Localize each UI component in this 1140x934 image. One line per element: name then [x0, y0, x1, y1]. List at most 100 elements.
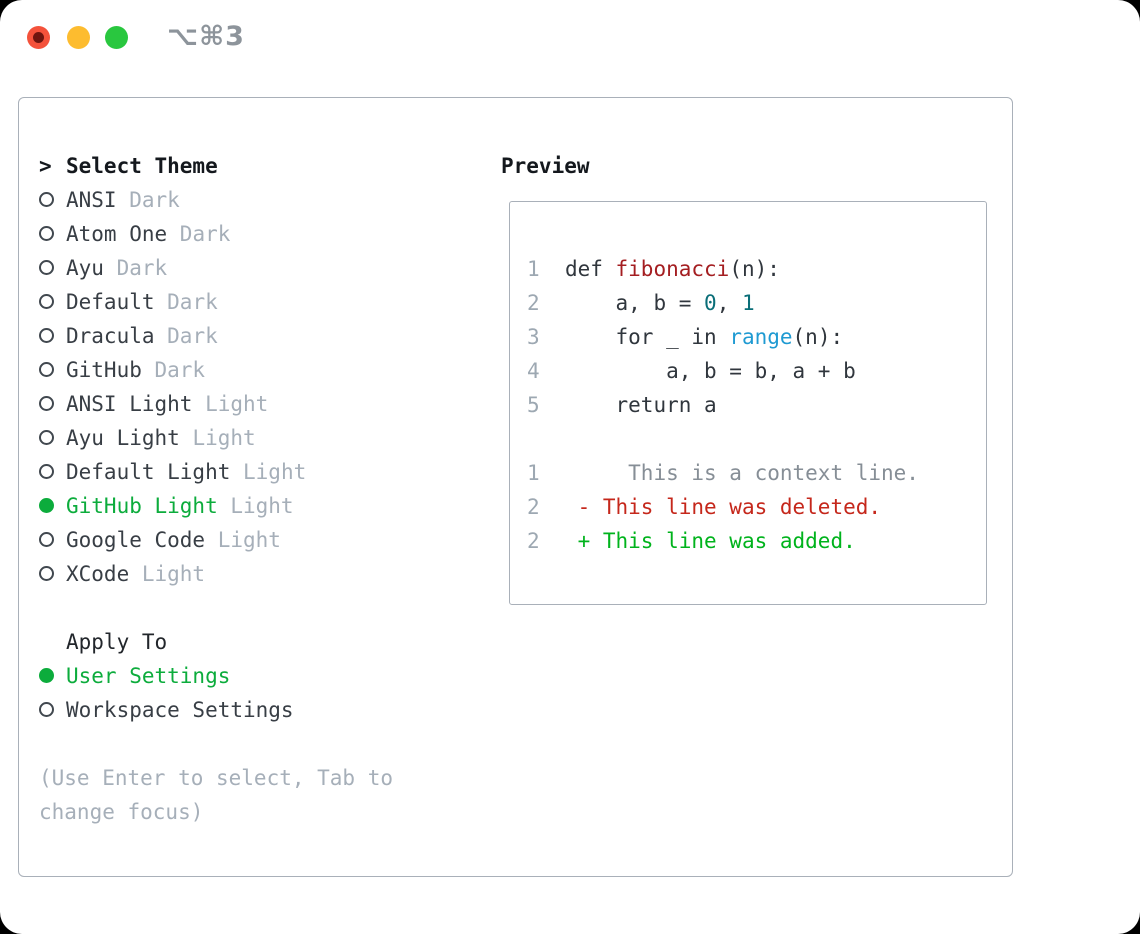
radio-selected-icon	[39, 667, 54, 683]
marker-cell	[39, 319, 66, 353]
variant-label: Dark	[141, 358, 206, 382]
option-label: User Settings	[66, 664, 231, 688]
radio-unselected-icon	[39, 429, 54, 445]
option-label: Dracula	[66, 324, 155, 348]
code-segment-added: + This line was added.	[539, 529, 856, 553]
apply-option-workspace-settings[interactable]: Workspace Settings	[39, 693, 479, 727]
code-segment-fg: for _ in	[539, 325, 730, 349]
preview-code-line: 1 def fibonacci(n):	[527, 252, 978, 286]
radio-unselected-icon	[39, 327, 54, 343]
theme-option-ayu-light[interactable]: Ayu Light Light	[39, 421, 479, 455]
radio-unselected-icon	[39, 395, 54, 411]
code-segment-fg: (n):	[729, 257, 780, 281]
preview-code-line: 2 - This line was deleted.	[527, 490, 978, 524]
code-segment-number: 1	[741, 291, 755, 315]
keyboard-shortcut-label: ⌥⌘3	[167, 21, 245, 52]
code-segment-num: 1	[527, 461, 540, 485]
variant-label: Light	[230, 460, 307, 484]
code-segment-number: 0	[704, 291, 717, 315]
radio-unselected-icon	[39, 361, 54, 377]
code-segment-fg: (n):	[792, 325, 844, 349]
close-button-icon[interactable]	[27, 26, 50, 49]
theme-option-default-light[interactable]: Default Light Light	[39, 455, 479, 489]
code-segment-num: 2	[527, 529, 540, 553]
variant-label: Dark	[154, 290, 218, 314]
variant-label: Dark	[154, 324, 218, 348]
variant-label: Light	[217, 494, 294, 518]
code-segment-fg: a, b =	[539, 291, 705, 315]
code-segment-builtin: range	[729, 325, 793, 349]
radio-unselected-icon	[39, 701, 54, 717]
marker-cell	[39, 285, 66, 319]
spacer	[39, 591, 479, 625]
code-segment-num: 2	[527, 291, 540, 315]
code-segment-num: 1	[527, 257, 540, 281]
radio-selected-icon	[39, 497, 54, 513]
theme-option-dracula[interactable]: Dracula Dark	[39, 319, 479, 353]
code-segment-num: 2	[527, 495, 540, 519]
option-label: XCode	[66, 562, 130, 586]
marker-cell	[39, 659, 66, 693]
select-theme-title: Select Theme	[66, 154, 218, 178]
cursor-prefix-icon: >	[39, 154, 52, 178]
variant-label: Light	[205, 528, 281, 552]
option-label: ANSI Light	[66, 392, 193, 416]
theme-option-ansi[interactable]: ANSI Dark	[39, 183, 479, 217]
preview-title: Preview	[501, 154, 590, 178]
variant-label: Light	[129, 562, 206, 586]
code-segment-context: This is a context line.	[539, 461, 919, 485]
theme-option-github-light[interactable]: GitHub Light Light	[39, 489, 479, 523]
apply-to-heading: Apply To	[39, 625, 479, 659]
option-label: Default	[66, 290, 155, 314]
preview-code-line	[527, 422, 978, 456]
variant-label: Light	[179, 426, 256, 450]
code-segment-num: 3	[527, 325, 540, 349]
close-record-dot-icon	[33, 32, 44, 43]
option-label: Google Code	[66, 528, 206, 552]
option-label: Ayu	[66, 256, 104, 280]
radio-unselected-icon	[39, 565, 54, 581]
marker-cell	[39, 353, 66, 387]
minimize-button-icon[interactable]	[67, 26, 90, 49]
apply-option-user-settings[interactable]: User Settings	[39, 659, 479, 693]
option-label: Atom One	[66, 222, 168, 246]
marker-cell	[39, 217, 66, 251]
titlebar: ⌥⌘3	[0, 0, 1140, 76]
theme-option-github[interactable]: GitHub Dark	[39, 353, 479, 387]
marker-cell	[39, 251, 66, 285]
theme-option-ayu[interactable]: Ayu Dark	[39, 251, 479, 285]
theme-option-xcode[interactable]: XCode Light	[39, 557, 479, 591]
variant-label: Light	[192, 392, 269, 416]
theme-option-ansi-light[interactable]: ANSI Light Light	[39, 387, 479, 421]
variant-label: Dark	[103, 256, 168, 280]
theme-option-atom-one[interactable]: Atom One Dark	[39, 217, 479, 251]
marker-cell	[39, 693, 66, 727]
marker-cell	[39, 523, 66, 557]
preview-code-line: 4 a, b = b, a + b	[527, 354, 978, 388]
code-segment-fg: def	[539, 257, 616, 281]
code-segment-fg: return a	[539, 393, 717, 417]
option-label: ANSI	[66, 188, 117, 212]
theme-option-google-code[interactable]: Google Code Light	[39, 523, 479, 557]
preview-code-line: 2 a, b = 0, 1	[527, 286, 978, 320]
code-segment-deleted: - This line was deleted.	[539, 495, 882, 519]
option-label: GitHub	[66, 358, 142, 382]
preview-code-line: 1 This is a context line.	[527, 456, 978, 490]
preview-code-line: 5 return a	[527, 388, 978, 422]
variant-label: Dark	[116, 188, 180, 212]
marker-cell	[39, 183, 66, 217]
radio-unselected-icon	[39, 225, 54, 241]
option-label: Workspace Settings	[66, 698, 294, 722]
theme-option-default[interactable]: Default Dark	[39, 285, 479, 319]
radio-unselected-icon	[39, 293, 54, 309]
radio-unselected-icon	[39, 531, 54, 547]
preview-code-line: 3 for _ in range(n):	[527, 320, 978, 354]
zoom-button-icon[interactable]	[105, 26, 128, 49]
variant-label: Dark	[167, 222, 231, 246]
select-theme-heading: > Select Theme	[39, 149, 479, 183]
option-label: Default Light	[66, 460, 231, 484]
